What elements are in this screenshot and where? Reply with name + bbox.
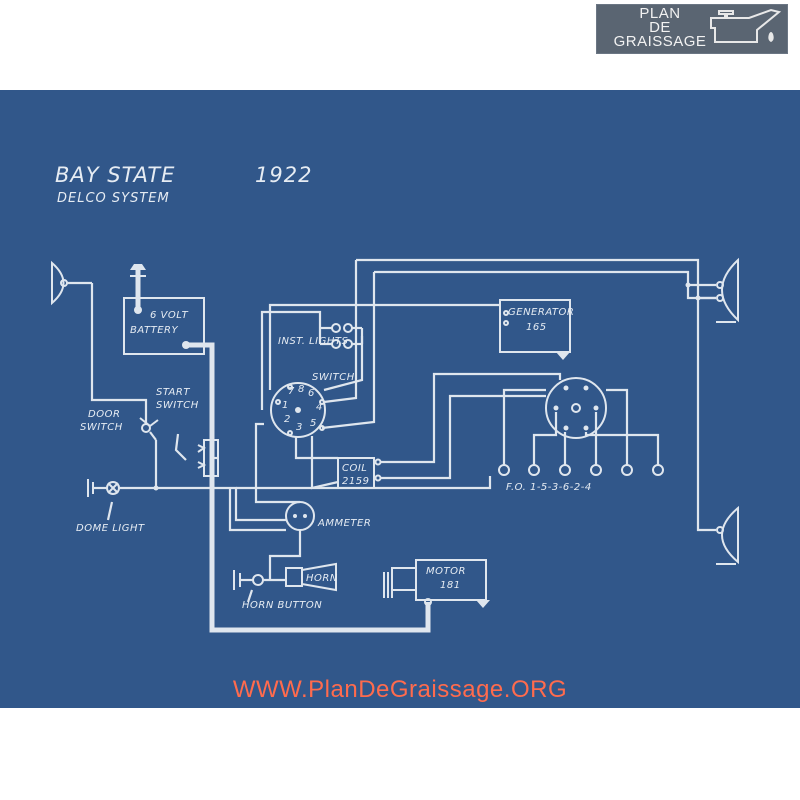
battery-volt-label: 6 VOLT xyxy=(150,310,189,321)
horn-button-label: HORN BUTTON xyxy=(242,600,322,611)
switch-label: SWITCH xyxy=(312,372,355,383)
inst-lights-label: INST. LIGHTS xyxy=(278,336,348,347)
dome-light: DOME LIGHT xyxy=(76,479,145,534)
switch-terminal-1: 1 xyxy=(282,400,289,411)
main-switch: SWITCH 7 8 6 1 4 2 3 5 xyxy=(270,372,355,438)
logo-line-2: DE xyxy=(649,19,671,36)
wiring-diagram: BAY STATE 1922 DELCO SYSTEM 6 VOLT BATTE… xyxy=(0,90,800,708)
switch-terminal-2: 2 xyxy=(284,414,291,425)
ammeter-label: AMMETER xyxy=(317,518,371,529)
switch-terminal-3: 3 xyxy=(296,422,303,433)
oil-can-icon xyxy=(710,8,782,43)
switch-terminal-6: 6 xyxy=(308,388,315,399)
main-starter-cable xyxy=(186,342,431,633)
switch-terminal-4: 4 xyxy=(316,402,323,413)
motor-number: 181 xyxy=(440,580,461,591)
right-lamp-bottom xyxy=(716,505,739,565)
right-headlamp-top xyxy=(716,257,739,323)
distributor xyxy=(545,377,607,439)
battery-label: BATTERY xyxy=(130,325,178,336)
door-switch-label-2: SWITCH xyxy=(80,422,123,433)
dome-light-label: DOME LIGHT xyxy=(76,523,145,534)
left-headlamp xyxy=(51,260,92,306)
spark-plugs: F.O. 1-5-3-6-2-4 xyxy=(498,388,664,493)
switch-terminal-5: 5 xyxy=(310,418,317,429)
wiring-harness xyxy=(90,258,716,580)
start-switch: START SWITCH xyxy=(156,387,219,477)
firing-order-label: F.O. 1-5-3-6-2-4 xyxy=(506,482,592,493)
coil-number: 2159 xyxy=(342,476,369,487)
ammeter: AMMETER xyxy=(285,501,371,531)
logo-line-3: GRAISSAGE xyxy=(613,33,707,50)
instrument-lights: INST. LIGHTS xyxy=(278,323,362,349)
coil-label: COIL xyxy=(342,463,367,474)
plan-de-graissage-logo: PLAN DE GRAISSAGE xyxy=(596,4,788,54)
generator: GENERATOR 165 xyxy=(499,299,574,360)
switch-terminal-7: 7 xyxy=(288,386,295,397)
generator-label: GENERATOR xyxy=(508,307,574,318)
horn-button: HORN BUTTON xyxy=(233,570,322,611)
generator-number: 165 xyxy=(526,322,547,333)
horn-label: HORN xyxy=(306,573,338,584)
horn: HORN xyxy=(285,562,338,592)
diagram-title-make: BAY STATE xyxy=(55,163,175,187)
ignition-coil: COIL 2159 xyxy=(337,457,382,489)
diagram-title-year: 1922 xyxy=(255,163,312,187)
logo-line-1: PLAN xyxy=(639,5,681,22)
battery: 6 VOLT BATTERY xyxy=(123,264,205,355)
wiring-diagram-svg: BAY STATE 1922 DELCO SYSTEM 6 VOLT BATTE… xyxy=(51,163,739,633)
door-switch-label-1: DOOR xyxy=(88,409,120,420)
diagram-subtitle: DELCO SYSTEM xyxy=(57,191,170,206)
switch-terminal-8: 8 xyxy=(298,384,305,395)
start-switch-label-2: SWITCH xyxy=(156,400,199,411)
start-switch-label-1: START xyxy=(156,387,190,398)
starting-motor: MOTOR 181 xyxy=(383,559,490,608)
website-url: WWW.PlanDeGraissage.ORG xyxy=(232,676,568,703)
motor-label: MOTOR xyxy=(426,566,466,577)
